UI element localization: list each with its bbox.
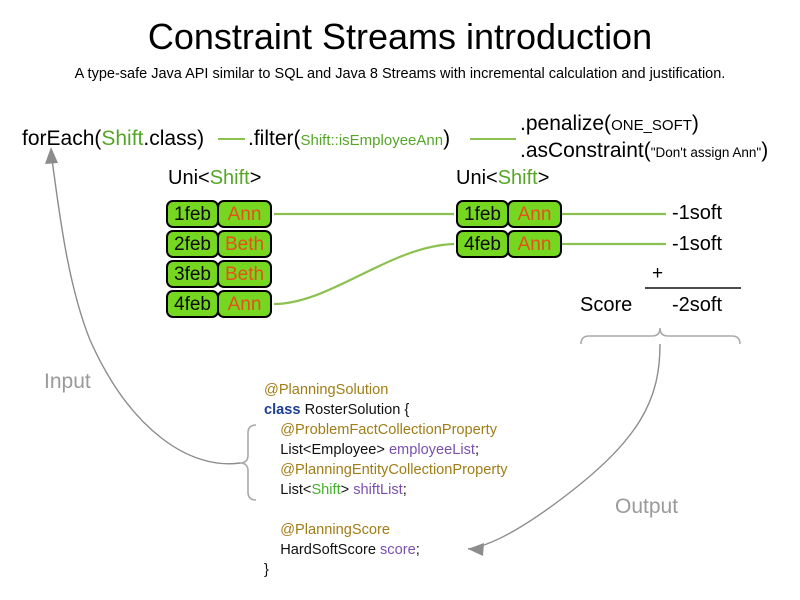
shift-date: 1feb [456, 200, 509, 228]
shift-date: 4feb [166, 290, 219, 318]
filter-expression: .filter(Shift::isEmployeeAnn) [248, 127, 450, 151]
filter-prefix: .filter( [248, 127, 301, 150]
as-constraint-suffix: ) [761, 139, 769, 162]
score-brace [580, 327, 741, 345]
code-annotation: @PlanningEntityCollectionProperty [280, 462, 508, 478]
penalty-2: -1soft [672, 233, 723, 255]
shift-date: 4feb [456, 230, 509, 258]
shift-date: 3feb [166, 260, 219, 288]
shift-employee: Ann [507, 230, 562, 258]
filter-suffix: ) [443, 127, 451, 150]
as-constraint-arg: "Don't assign Ann" [650, 145, 762, 160]
penalize-prefix: .penalize( [520, 112, 612, 135]
code-field-generic: List<Shift> shiftList; [280, 482, 407, 498]
score-total: -2soft [672, 294, 723, 316]
uni-label-right: Uni<Shift> [456, 167, 549, 190]
shift-employee: Ann [217, 290, 272, 318]
code-class-declaration: class RosterSolution { [264, 402, 410, 418]
code-close-brace: } [264, 562, 269, 578]
code-brace [239, 424, 257, 501]
score-label: Score [580, 294, 633, 316]
penalize-suffix: ) [691, 112, 699, 135]
shift-date: 1feb [166, 200, 219, 228]
shift-date: 2feb [166, 230, 219, 258]
penalize-arg: ONE_SOFT [611, 117, 692, 134]
filter-arg: Shift::isEmployeeAnn [300, 132, 444, 149]
code-annotation: @ProblemFactCollectionProperty [280, 422, 497, 438]
output-label: Output [615, 495, 679, 518]
penalize-expression: .penalize(ONE_SOFT) [520, 112, 699, 136]
uni-left-suffix: > [249, 167, 262, 189]
uni-right-prefix: Uni< [456, 167, 498, 189]
foreach-suffix: .class) [143, 127, 205, 150]
shift-employee: Beth [217, 260, 272, 288]
code-line-blank [264, 500, 508, 520]
code-annotation: @PlanningScore [280, 522, 390, 538]
uni-left-type: Shift [209, 167, 250, 189]
uni-left-prefix: Uni< [168, 167, 210, 189]
code-field: List<Employee> employeeList; [280, 442, 479, 458]
penalty-1: -1soft [672, 202, 723, 224]
as-constraint-expression: .asConstraint("Don't assign Ann") [520, 139, 768, 163]
input-label: Input [44, 370, 91, 393]
shift-employee: Ann [217, 200, 272, 228]
sum-rule [645, 287, 741, 289]
uni-label-left: Uni<Shift> [168, 167, 261, 190]
as-constraint-prefix: .asConstraint( [520, 139, 651, 162]
foreach-prefix: forEach( [22, 127, 102, 150]
foreach-type: Shift [101, 127, 144, 150]
page-title: Constraint Streams introduction [147, 16, 653, 57]
uni-right-suffix: > [537, 167, 550, 189]
foreach-expression: forEach(Shift.class) [22, 127, 204, 151]
sum-operator: + [652, 263, 664, 284]
uni-right-type: Shift [497, 167, 538, 189]
code-annotation: @PlanningSolution [264, 382, 389, 398]
link-row4 [273, 242, 455, 306]
shift-employee: Ann [507, 200, 562, 228]
page-subtitle: A type-safe Java API similar to SQL and … [74, 66, 726, 82]
shift-employee: Beth [217, 230, 272, 258]
code-field: HardSoftScore score; [280, 542, 420, 558]
